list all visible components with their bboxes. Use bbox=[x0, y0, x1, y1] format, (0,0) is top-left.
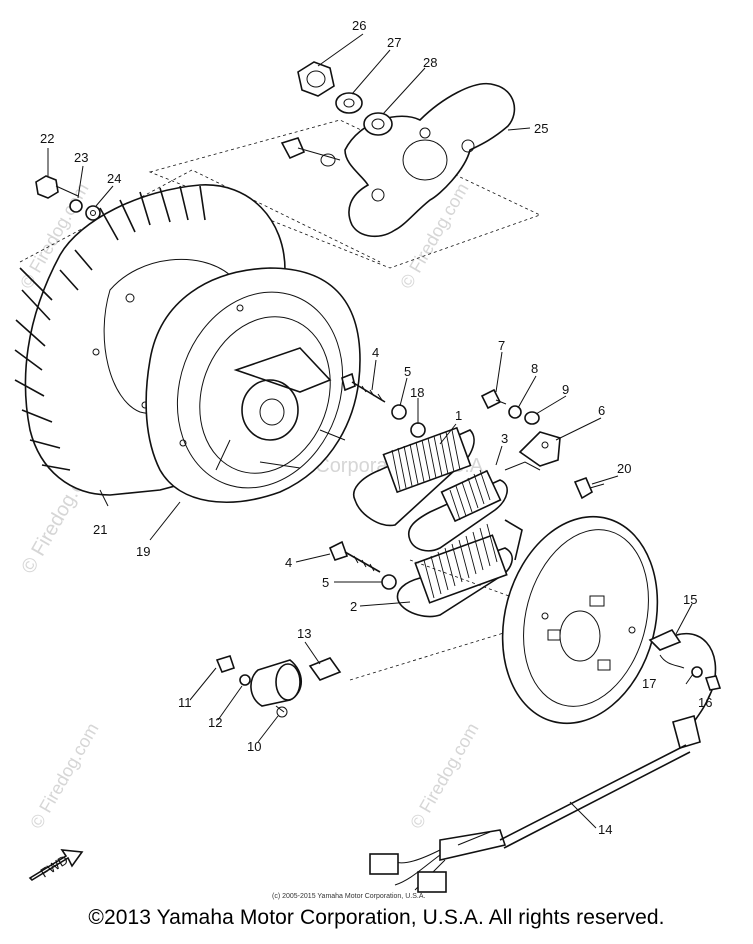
part-label: 18 bbox=[410, 385, 424, 400]
part-number-labels: 1 2 3 4 4 5 5 6 7 8 9 10 11 12 13 14 15 … bbox=[40, 18, 712, 837]
part-label: 23 bbox=[74, 150, 88, 165]
part-label: 21 bbox=[93, 522, 107, 537]
wire-harness-14 bbox=[369, 628, 722, 893]
condenser-10 bbox=[215, 655, 342, 718]
part-label: 1 bbox=[455, 408, 462, 423]
coil-1 bbox=[353, 426, 475, 527]
exploded-parts-diagram: © Firedog.com © Firedog.com © Firedog.co… bbox=[14, 18, 722, 900]
part-label: 12 bbox=[208, 715, 222, 730]
part-label: 28 bbox=[423, 55, 437, 70]
credit-line: (c) 2005-2015 Yamaha Motor Corporation, … bbox=[272, 893, 425, 900]
rotor-19 bbox=[145, 267, 361, 503]
copyright-notice: ©2013 Yamaha Motor Corporation, U.S.A. A… bbox=[88, 906, 665, 929]
part-label: 19 bbox=[136, 544, 150, 559]
part-label: 16 bbox=[698, 695, 712, 710]
part-label: 3 bbox=[501, 431, 508, 446]
part-label: 5 bbox=[322, 575, 329, 590]
part-label: 4 bbox=[285, 555, 292, 570]
watermark-firedog: © Firedog.com bbox=[26, 720, 102, 832]
part-label: 5 bbox=[404, 364, 411, 379]
leader-lines bbox=[47, 33, 713, 829]
part-label: 2 bbox=[350, 599, 357, 614]
part-label: 15 bbox=[683, 592, 697, 607]
part-label: 22 bbox=[40, 131, 54, 146]
part-label: 14 bbox=[598, 822, 612, 837]
bolt-22-assembly bbox=[35, 175, 101, 221]
part-label: 9 bbox=[562, 382, 569, 397]
watermark-firedog: © Firedog.com bbox=[406, 720, 482, 832]
part-label: 13 bbox=[297, 626, 311, 641]
part-label: 20 bbox=[617, 461, 631, 476]
coil-2 bbox=[396, 519, 523, 618]
coil-3 bbox=[408, 461, 541, 552]
part-label: 6 bbox=[598, 403, 605, 418]
nut-and-washers bbox=[297, 61, 393, 136]
part-label: 8 bbox=[531, 361, 538, 376]
part-label: 25 bbox=[534, 121, 548, 136]
part-label: 24 bbox=[107, 171, 121, 186]
fwd-arrow-icon: FWD bbox=[28, 849, 84, 882]
stator-base bbox=[349, 515, 659, 725]
part-label: 11 bbox=[178, 695, 192, 710]
part-label: 17 bbox=[642, 676, 656, 691]
part-label: 27 bbox=[387, 35, 401, 50]
screw-4-lower bbox=[328, 540, 397, 590]
screw-4-upper bbox=[341, 372, 407, 420]
small-hardware-right bbox=[410, 388, 605, 500]
part-label: 4 bbox=[372, 345, 379, 360]
part-label: 7 bbox=[498, 338, 505, 353]
part-label: 10 bbox=[247, 739, 261, 754]
part-label: 26 bbox=[352, 18, 366, 33]
